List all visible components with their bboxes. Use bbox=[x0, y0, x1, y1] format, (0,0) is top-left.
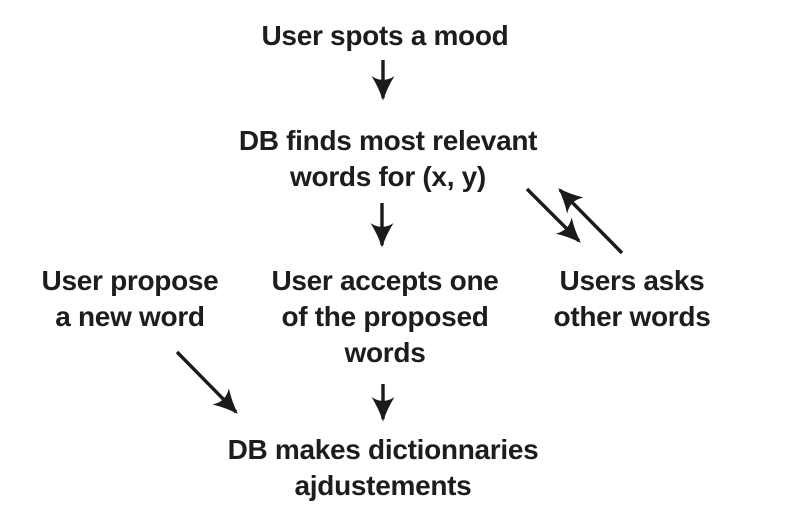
node-users-asks-other-words-line1: Users asks bbox=[559, 265, 705, 296]
arrow-propose-word-to-db-adjust-icon bbox=[175, 350, 238, 414]
node-user-accepts-proposed-word-line1: User accepts one bbox=[271, 265, 499, 296]
node-users-asks-other-words: Users asks other words bbox=[554, 263, 711, 335]
arrow-db-finds-to-ask-words-icon bbox=[525, 187, 581, 243]
node-user-propose-new-word: User propose a new word bbox=[42, 263, 219, 335]
node-db-finds-relevant-words: DB finds most relevant words for (x, y) bbox=[238, 123, 538, 195]
arrow-ask-words-to-db-finds-icon bbox=[558, 188, 624, 255]
node-user-accepts-proposed-word-line2: of the proposed bbox=[281, 301, 489, 332]
node-user-accepts-proposed-word-line3: words bbox=[344, 337, 426, 368]
node-db-finds-relevant-words-line1: DB finds most relevant bbox=[238, 125, 538, 156]
node-db-finds-relevant-words-line2: words for (x, y) bbox=[290, 161, 486, 192]
node-user-spots-a-mood: User spots a mood bbox=[262, 18, 509, 54]
node-users-asks-other-words-line2: other words bbox=[553, 301, 711, 332]
node-db-makes-dictionary-adjustments-line1: DB makes dictionnaries bbox=[227, 434, 539, 465]
node-user-accepts-proposed-word: User accepts one of the proposed words bbox=[271, 263, 498, 371]
node-db-makes-dictionary-adjustments: DB makes dictionnaries ajdustements bbox=[228, 432, 539, 504]
node-user-spots-a-mood-line: User spots a mood bbox=[261, 20, 509, 51]
node-db-makes-dictionary-adjustments-line2: ajdustements bbox=[294, 470, 472, 501]
node-user-propose-new-word-line1: User propose bbox=[41, 265, 219, 296]
node-user-propose-new-word-line2: a new word bbox=[55, 301, 205, 332]
